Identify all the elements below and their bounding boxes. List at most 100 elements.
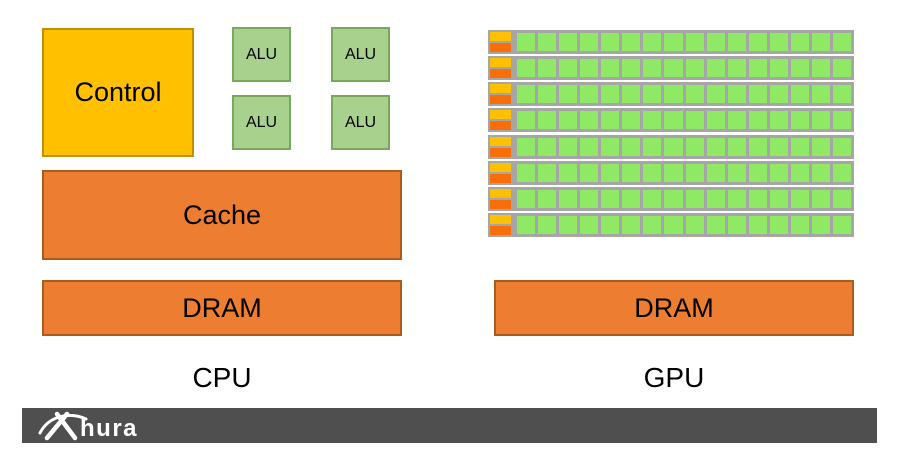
gpu-control-bar-yellow [490,188,511,198]
gpu-core-cell [559,85,578,104]
gpu-core-row-cells [514,108,854,133]
gpu-core-row-cells [514,134,854,159]
gpu-core-cell [748,33,767,51]
gpu-row [488,134,854,159]
gpu-core-cell [664,59,683,78]
gpu-core-cell [643,59,662,78]
cpu-cache-label: Cache [182,199,262,230]
gpu-control-bar-yellow [490,84,511,94]
gpu-row-control-cell [488,160,514,185]
gpu-core-cell [811,215,830,234]
gpu-core-cell [622,111,641,130]
gpu-core-cell [748,189,767,208]
gpu-core-cell [517,59,536,78]
ahura-logo-graphic: hura [38,411,138,441]
gpu-core-cell [706,189,725,208]
gpu-control-bar-orange [490,147,511,157]
gpu-core-cell [538,33,557,51]
gpu-core-cell [517,163,536,182]
gpu-core-cell [517,85,536,104]
gpu-core-cell [790,33,809,51]
gpu-core-cell [685,85,704,104]
gpu-core-row-cells [514,56,854,81]
gpu-core-cell [706,137,725,156]
gpu-core-row-cells [514,160,854,185]
gpu-core-cell [664,137,683,156]
gpu-core-cell [622,163,641,182]
logo-wordmark-text: hura [80,415,138,441]
gpu-core-cell [580,215,599,234]
gpu-core-cell [811,111,830,130]
logo-swoosh-icon [38,413,88,434]
gpu-row [488,108,854,133]
gpu-core-cell [559,189,578,208]
gpu-core-cell [727,85,746,104]
gpu-core-cell [685,33,704,51]
gpu-core-cell [811,33,830,51]
gpu-core-cell [643,215,662,234]
gpu-row-control-cell [488,30,514,54]
gpu-row [488,30,854,54]
gpu-core-cell [538,189,557,208]
cpu-control-label: Control [74,77,162,107]
gpu-core-cell [580,137,599,156]
gpu-dram-label: DRAM [634,292,714,323]
gpu-core-cell [811,59,830,78]
gpu-core-cell [727,137,746,156]
gpu-control-bar-orange [490,121,511,131]
gpu-row-control-cell [488,134,514,159]
gpu-control-bar-yellow [490,214,511,224]
gpu-core-cell [643,33,662,51]
gpu-row [488,160,854,185]
gpu-core-cell [643,85,662,104]
gpu-core-cell [832,163,851,182]
gpu-core-cell [685,111,704,130]
gpu-core-cell [748,59,767,78]
logo-a-left-stroke [44,411,70,440]
gpu-core-cell [559,33,578,51]
gpu-title: GPU [643,362,705,393]
gpu-core-cell [706,111,725,130]
gpu-core-cell [790,59,809,78]
gpu-core-cell [832,137,851,156]
gpu-core-cell [601,137,620,156]
gpu-core-cell [832,111,851,130]
gpu-core-cell [664,163,683,182]
gpu-core-cell [790,163,809,182]
gpu-row [488,186,854,211]
gpu-core-cell [643,189,662,208]
cpu-dram-label: DRAM [182,292,262,323]
gpu-control-bar-yellow [490,58,511,68]
gpu-core-cell [769,215,788,234]
gpu-core-cell [538,137,557,156]
gpu-core-cell [643,137,662,156]
gpu-control-bar-orange [490,43,511,52]
gpu-core-cell [727,189,746,208]
gpu-control-bar-orange [490,95,511,105]
gpu-core-cell [790,189,809,208]
gpu-core-cell [769,33,788,51]
gpu-core-cell [643,111,662,130]
gpu-core-cell [622,215,641,234]
gpu-core-grid [488,30,854,237]
gpu-core-cell [706,59,725,78]
gpu-core-cell [580,189,599,208]
gpu-core-cell [601,111,620,130]
gpu-core-cell [538,111,557,130]
gpu-core-cell [601,163,620,182]
gpu-core-cell [769,85,788,104]
gpu-core-cell [601,33,620,51]
gpu-control-bar-yellow [490,110,511,120]
gpu-core-cell [706,33,725,51]
gpu-core-cell [622,59,641,78]
gpu-core-cell [559,215,578,234]
gpu-core-cell [769,137,788,156]
gpu-control-bar-yellow [490,32,511,41]
gpu-control-bar-orange [490,199,511,209]
gpu-core-cell [559,111,578,130]
cpu-control-box: Control [42,28,194,157]
gpu-core-cell [727,33,746,51]
cpu-alu-box-3: ALU [232,95,291,150]
gpu-row-control-cell [488,108,514,133]
cpu-cache-box: Cache [42,170,402,260]
